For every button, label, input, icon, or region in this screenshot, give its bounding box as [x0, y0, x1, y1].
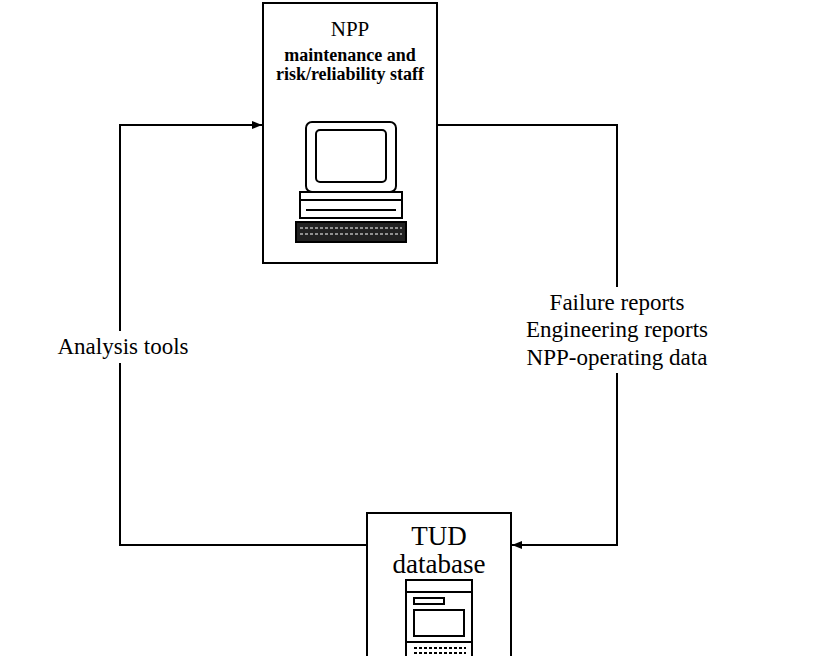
server-icon: [406, 580, 472, 656]
edge-label: Analysis tools: [4, 331, 242, 363]
box-body: maintenance and risk/reliability staff: [264, 40, 436, 84]
computer-icon: [296, 122, 406, 242]
edge-label: Failure reports Engineering reports NPP-…: [506, 287, 729, 374]
staff-box: NPPmaintenance and risk/reliability staf…: [262, 2, 438, 264]
box-heading: TUD database: [368, 514, 510, 579]
box-heading: NPP: [264, 4, 436, 40]
database-box: TUD database: [366, 512, 512, 656]
